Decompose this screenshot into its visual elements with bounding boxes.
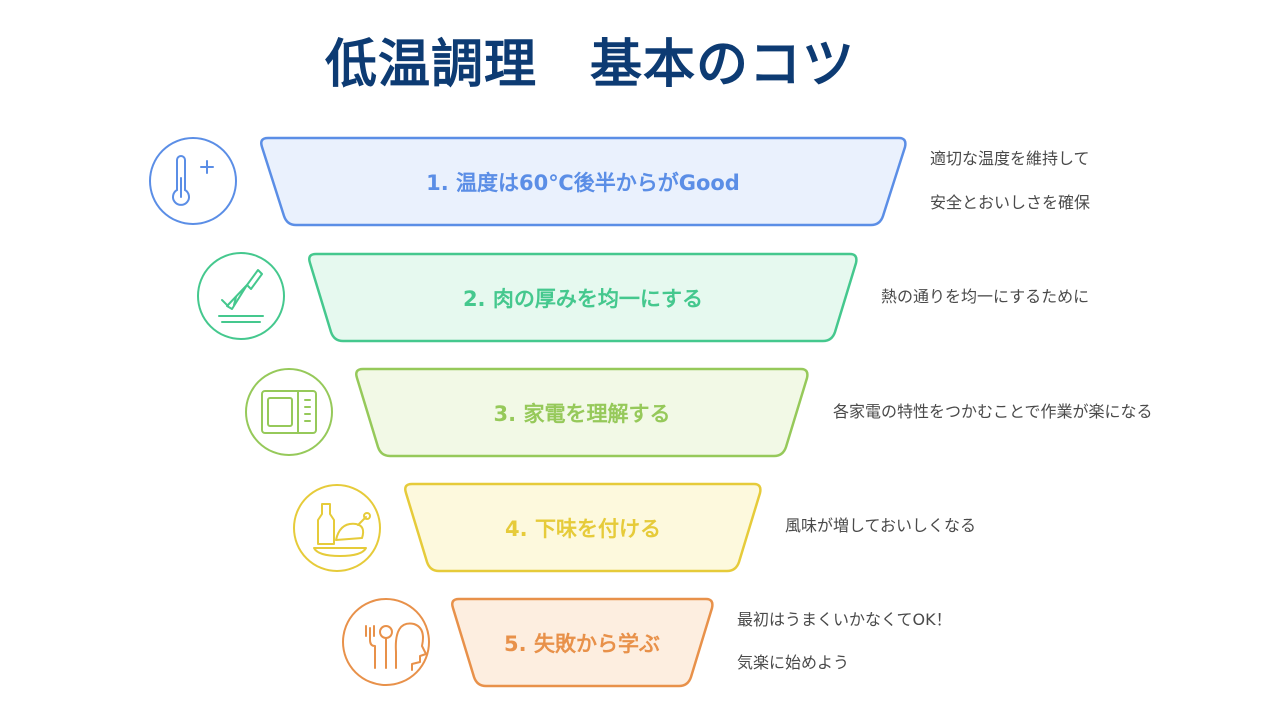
step-1-desc-line-1: 適切な温度を維持して (930, 149, 1090, 168)
step-5-desc-line-2: 気楽に始めよう (737, 653, 850, 672)
funnel-band-4 (404, 482, 762, 573)
step-2-desc: 熱の通りを均一にするために (881, 287, 1090, 306)
knife-cutting-icon (197, 252, 285, 340)
appliance-icon (245, 368, 333, 456)
step-5-label: 5. 失敗から学ぶ (504, 632, 660, 656)
step-1-label: 1. 温度は60℃後半からがGood (426, 171, 740, 195)
step-3-label: 3. 家電を理解する (493, 402, 671, 426)
step-5-desc-line-1: 最初はうまくいかなくてOK！ (737, 610, 952, 629)
step-2-label: 2. 肉の厚みを均一にする (462, 287, 704, 311)
step-4-desc: 風味が増しておいしくなる (785, 516, 977, 535)
thermometer-icon (149, 137, 237, 225)
step-4-label: 4. 下味を付ける (505, 517, 661, 541)
seasoning-chicken-icon (293, 484, 381, 572)
funnel-band-3 (355, 367, 809, 458)
step-3-desc: 各家電の特性をつかむことで作業が楽になる (833, 402, 1153, 421)
funnel-band-2 (308, 252, 858, 343)
page-title: 低温調理 基本のコツ (324, 35, 855, 95)
head-utensils-icon (342, 598, 430, 686)
funnel-band-5 (451, 597, 714, 688)
step-1-desc-line-2: 安全とおいしさを確保 (930, 193, 1091, 212)
funnel-band-1 (260, 136, 907, 227)
